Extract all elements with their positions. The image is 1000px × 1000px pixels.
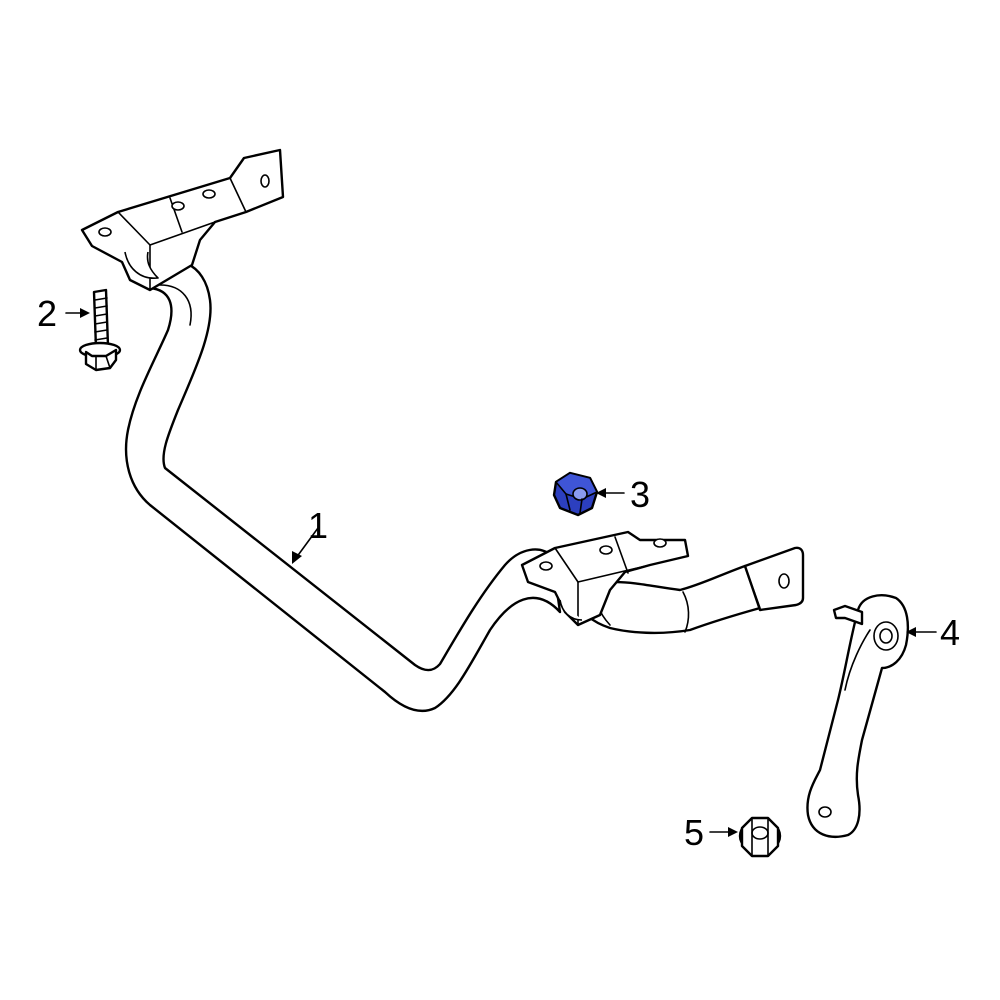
- highlighted-nut[interactable]: [552, 471, 599, 517]
- callout-2: 2: [37, 293, 58, 334]
- stabilizer-bar[interactable]: [124, 259, 805, 713]
- stabilizer-link[interactable]: [806, 594, 910, 838]
- callout-3: 3: [630, 474, 651, 515]
- callout-1: 1: [308, 505, 329, 546]
- left-bushing-bracket[interactable]: [80, 148, 285, 292]
- leader-lines: [65, 308, 937, 837]
- callout-5: 5: [684, 812, 705, 853]
- flange-nut[interactable]: [738, 816, 782, 858]
- bolt[interactable]: [78, 288, 122, 372]
- callout-4: 4: [940, 612, 961, 653]
- right-bushing-bracket[interactable]: [520, 530, 690, 627]
